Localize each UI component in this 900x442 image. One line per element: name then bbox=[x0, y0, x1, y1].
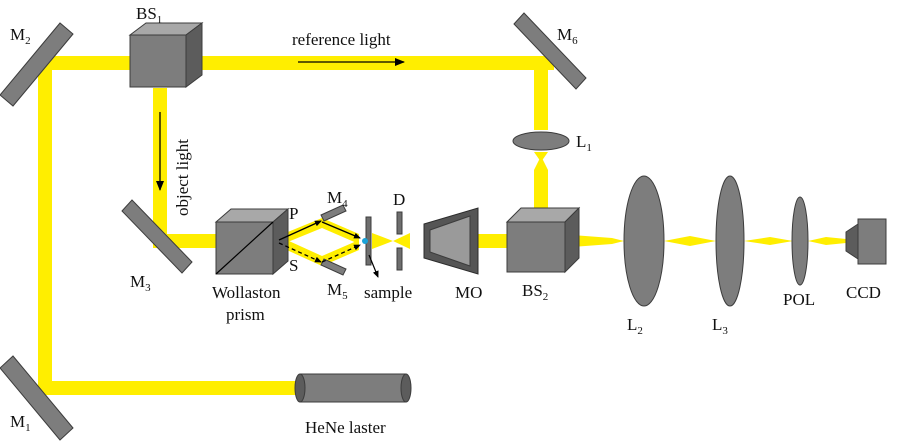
label-m4: M4 bbox=[327, 188, 348, 210]
ccd-camera bbox=[845, 218, 887, 265]
beam-m6-to-l1 bbox=[534, 56, 548, 130]
beam-sample-diverge bbox=[393, 233, 410, 249]
beam-s-lower bbox=[278, 236, 359, 266]
label-m1: M1 bbox=[10, 412, 31, 434]
beam-l1-out bbox=[534, 156, 548, 210]
beam-l2-to-l3 bbox=[664, 236, 716, 246]
label-wollaston-line2: prism bbox=[226, 305, 265, 324]
mirror-m6 bbox=[513, 12, 587, 90]
mirror-m2 bbox=[0, 22, 74, 107]
label-m3: M3 bbox=[130, 272, 151, 294]
beam-mo-to-bs2 bbox=[478, 234, 508, 248]
label-l1: L1 bbox=[576, 132, 592, 154]
beam-pol-to-ccd bbox=[808, 237, 846, 245]
beam-sample-focus bbox=[372, 233, 393, 249]
wollaston-prism bbox=[214, 207, 290, 276]
lens-l1 bbox=[512, 131, 570, 151]
label-hene-laser: HeNe laster bbox=[305, 418, 386, 437]
mirror-m4 bbox=[320, 204, 347, 222]
label-bs1: BS1 bbox=[136, 4, 162, 26]
aperture-d-bottom bbox=[396, 247, 403, 271]
label-s: S bbox=[289, 256, 298, 275]
lens-l3 bbox=[715, 175, 745, 307]
aperture-d-top bbox=[396, 211, 403, 235]
beam-m1-to-m2 bbox=[38, 56, 52, 395]
beam-m2-to-bs1 bbox=[38, 56, 138, 70]
p-ray-path bbox=[278, 220, 361, 241]
label-d: D bbox=[393, 190, 405, 209]
mirror-m1 bbox=[0, 355, 74, 441]
microscope-objective bbox=[423, 207, 479, 275]
mirror-m3 bbox=[121, 199, 193, 274]
beam-splitter-bs2 bbox=[505, 206, 581, 274]
beam-reference bbox=[198, 56, 554, 70]
label-bs2: BS2 bbox=[522, 281, 548, 303]
sample-pointer-arrow bbox=[368, 254, 379, 278]
label-reference-light: reference light bbox=[292, 30, 391, 49]
label-ccd: CCD bbox=[846, 283, 881, 302]
label-object-light: object light bbox=[173, 139, 192, 216]
label-l2: L2 bbox=[627, 315, 643, 337]
label-pol: POL bbox=[783, 290, 815, 309]
beam-l3-to-pol bbox=[744, 237, 793, 245]
beam-bs2-to-l2 bbox=[572, 235, 624, 247]
hene-laser bbox=[294, 373, 412, 403]
label-m6: M6 bbox=[557, 25, 578, 47]
sample-point bbox=[362, 238, 368, 244]
beam-laser-to-m1 bbox=[38, 381, 300, 395]
label-wollaston-line1: Wollaston bbox=[212, 283, 281, 302]
label-l3: L3 bbox=[712, 315, 728, 337]
s-ray-path bbox=[278, 242, 361, 263]
label-m2: M2 bbox=[10, 25, 31, 47]
label-sample: sample bbox=[364, 283, 412, 302]
label-mo: MO bbox=[455, 283, 482, 302]
beam-splitter-bs1 bbox=[128, 22, 204, 88]
label-m5: M5 bbox=[327, 280, 348, 302]
polarizer-pol bbox=[791, 196, 809, 286]
lens-l2 bbox=[623, 175, 665, 307]
label-p: P bbox=[289, 204, 298, 223]
